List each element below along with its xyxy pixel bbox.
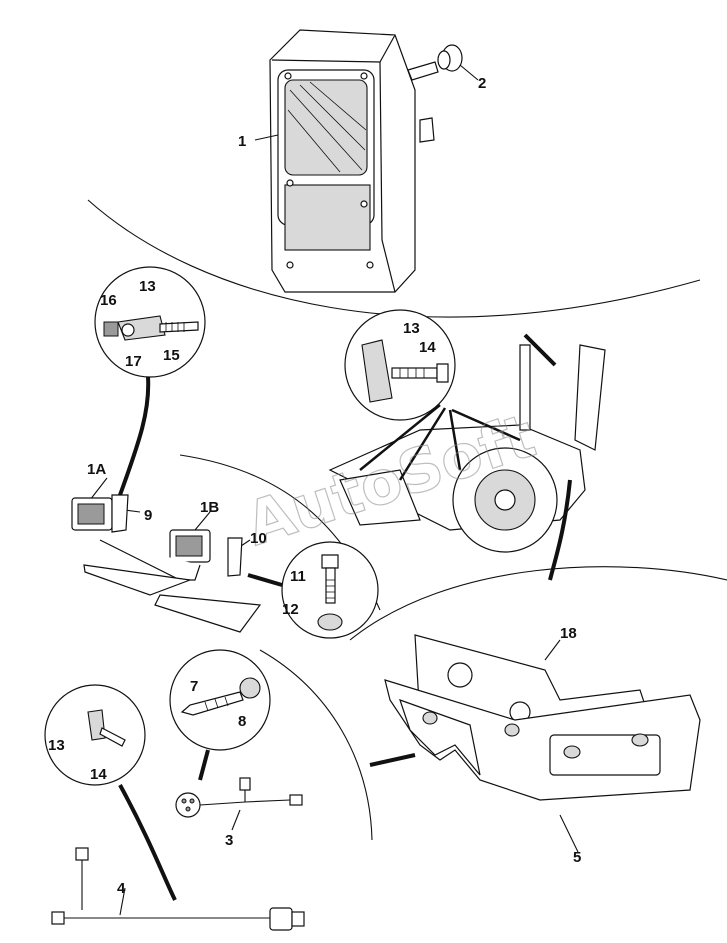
callout-labels: 1 2 13 16 17 15 13 14 1A 9 1B 10 11 12 1… xyxy=(48,75,581,897)
detail-circle-clip xyxy=(44,684,177,901)
callout-1: 1 xyxy=(238,133,246,150)
callout-14-bottom: 14 xyxy=(90,766,107,783)
callout-2: 2 xyxy=(478,75,486,92)
callout-14-right: 14 xyxy=(419,339,436,356)
callout-13-right: 13 xyxy=(403,320,420,337)
callout-7: 7 xyxy=(190,678,198,695)
callout-11: 11 xyxy=(290,568,306,585)
callout-1a: 1A xyxy=(87,461,106,478)
spacer-part-2 xyxy=(437,44,463,72)
harness-3 xyxy=(175,777,303,818)
callout-13-top: 13 xyxy=(139,278,156,295)
lamp-1b xyxy=(169,529,243,577)
callout-1b: 1B xyxy=(200,499,219,516)
tractor-machine xyxy=(328,333,606,581)
callout-12: 12 xyxy=(282,601,299,618)
callout-16: 16 xyxy=(100,292,117,309)
callout-8: 8 xyxy=(238,713,246,730)
detail-circle-bracket xyxy=(94,266,206,496)
callout-10: 10 xyxy=(250,530,267,547)
callout-5: 5 xyxy=(573,849,581,866)
callout-9: 9 xyxy=(144,507,152,524)
callout-4: 4 xyxy=(117,880,126,897)
detail-circle-bolt-11 xyxy=(247,541,379,639)
bumper-bracket xyxy=(369,634,701,801)
callout-15: 15 xyxy=(163,347,180,364)
lamp-mount-bars xyxy=(83,539,262,633)
detail-circle-bolt-7 xyxy=(169,649,271,781)
callout-3: 3 xyxy=(225,832,233,849)
work-lamp-main xyxy=(269,29,439,293)
lamp-1a xyxy=(71,494,129,533)
detail-circle-bolt-14 xyxy=(344,309,456,421)
callout-18: 18 xyxy=(560,625,577,642)
harness-4 xyxy=(51,847,305,931)
callout-13-bottom: 13 xyxy=(48,737,65,754)
callout-17: 17 xyxy=(125,353,142,370)
